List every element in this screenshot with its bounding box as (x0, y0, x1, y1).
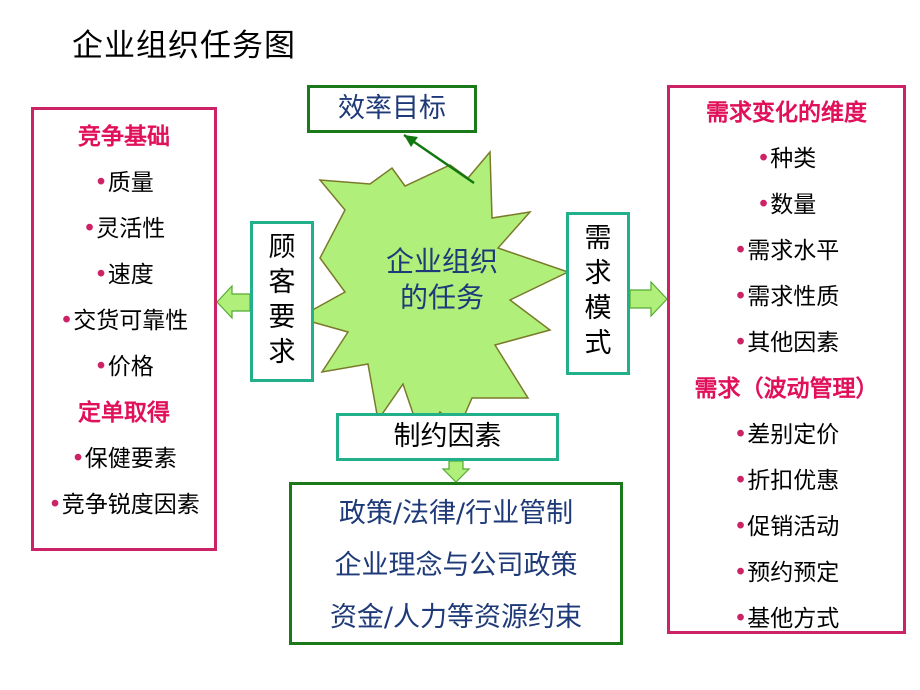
demand-item: •种类 (670, 136, 903, 182)
bullet-icon: • (71, 446, 85, 472)
bullet-icon: • (59, 308, 74, 334)
constraint-items-list: 政策/法律/行业管制企业理念与公司政策资金/人力等资源约束 (292, 488, 620, 644)
bullet-icon: • (733, 284, 748, 310)
bullet-icon: • (48, 492, 62, 518)
bullet-icon: • (733, 330, 748, 356)
demand-text: 数量 (770, 192, 817, 218)
constraint-item: 企业理念与公司政策 (334, 550, 578, 581)
competition-item: •保健要素 (34, 436, 214, 482)
competition-panel: 竞争基础•质量•灵活性•速度•交货可靠性•价格定单取得•保健要素•竞争锐度因素 (31, 107, 217, 551)
competition-list: 竞争基础•质量•灵活性•速度•交货可靠性•价格定单取得•保健要素•竞争锐度因素 (34, 114, 214, 528)
center-label-line-2: 的任务 (399, 281, 484, 314)
competition-heading: 定单取得 (34, 390, 214, 436)
demand-text: 折扣优惠 (747, 468, 840, 494)
competition-item: •灵活性 (34, 206, 214, 252)
bullet-icon: • (94, 354, 108, 380)
competition-item: •交货可靠性 (34, 298, 214, 344)
competition-text: 速度 (107, 262, 154, 288)
competition-heading: 竞争基础 (34, 114, 214, 160)
bullet-icon: • (756, 192, 771, 218)
competition-text: 竞争基础 (78, 124, 170, 150)
efficiency-goal-box: 效率目标 (307, 85, 477, 133)
bullet-icon: • (82, 216, 97, 242)
task-star-shape (296, 150, 570, 442)
demand-text: 促销活动 (747, 514, 840, 540)
customer-requirement-char: 顾 (268, 232, 296, 263)
demand-text: 预约预定 (747, 560, 840, 586)
left-arrow-icon (216, 284, 251, 320)
goal-pointer-arrowhead (404, 135, 418, 147)
customer-requirement-char: 求 (268, 337, 296, 368)
demand-text: 需求性质 (747, 284, 840, 310)
demand-text: 需求（波动管理） (694, 376, 879, 402)
demand-list: 需求变化的维度•种类•数量•需求水平•需求性质•其他因素需求（波动管理）•差别定… (670, 90, 903, 642)
bullet-icon: • (94, 262, 108, 288)
demand-item: •其他因素 (670, 320, 903, 366)
competition-item: •价格 (34, 344, 214, 390)
demand-text: 种类 (770, 146, 817, 172)
demand-item: •预约预定 (670, 550, 903, 596)
competition-text: 灵活性 (96, 216, 166, 242)
competition-text: 交货可靠性 (73, 308, 189, 334)
constraint-item: 资金/人力等资源约束 (329, 602, 583, 633)
customer-requirement-box: 顾客要求 (250, 221, 314, 382)
right-arrow-icon (629, 280, 668, 318)
competition-item: •竞争锐度因素 (34, 482, 214, 528)
bullet-icon: • (94, 170, 108, 196)
demand-pattern-char: 模 (584, 293, 612, 324)
demand-pattern-char: 需 (584, 223, 612, 254)
demand-text: 需求变化的维度 (706, 100, 867, 126)
customer-requirement-char: 要 (268, 302, 296, 333)
page-title: 企业组织任务图 (72, 28, 296, 64)
demand-heading: 需求（波动管理） (670, 366, 903, 412)
bullet-icon: • (733, 422, 748, 448)
demand-text: 需求水平 (747, 238, 840, 264)
bullet-icon: • (733, 514, 748, 540)
center-label: 企业组织 的任务 (372, 244, 512, 316)
demand-item: •需求水平 (670, 228, 903, 274)
constraint-item: 政策/法律/行业管制 (338, 498, 574, 529)
demand-item: •促销活动 (670, 504, 903, 550)
bullet-icon: • (733, 238, 748, 264)
demand-item: •折扣优惠 (670, 458, 903, 504)
demand-text: 基他方式 (747, 606, 840, 632)
goal-pointer-line (403, 133, 475, 185)
competition-text: 价格 (107, 354, 154, 380)
constraint-items-box: 政策/法律/行业管制企业理念与公司政策资金/人力等资源约束 (289, 482, 623, 645)
bullet-icon: • (733, 560, 748, 586)
competition-text: 定单取得 (78, 400, 170, 426)
demand-item: •基他方式 (670, 596, 903, 642)
demand-pattern-char: 式 (584, 328, 612, 359)
demand-item: •需求性质 (670, 274, 903, 320)
constraints-box: 制约因素 (336, 413, 559, 461)
demand-heading: 需求变化的维度 (670, 90, 903, 136)
demand-panel: 需求变化的维度•种类•数量•需求水平•需求性质•其他因素需求（波动管理）•差别定… (667, 85, 906, 634)
competition-item: •质量 (34, 160, 214, 206)
customer-requirement-char: 客 (268, 267, 296, 298)
demand-item: •数量 (670, 182, 903, 228)
competition-text: 质量 (107, 170, 154, 196)
competition-text: 竞争锐度因素 (61, 492, 200, 518)
center-label-line-1: 企业组织 (385, 245, 498, 278)
competition-item: •速度 (34, 252, 214, 298)
demand-text: 差别定价 (747, 422, 840, 448)
demand-pattern-box: 需求模式 (566, 212, 630, 375)
bullet-icon: • (733, 606, 748, 632)
demand-pattern-char: 求 (584, 258, 612, 289)
bullet-icon: • (756, 146, 771, 172)
competition-text: 保健要素 (84, 446, 177, 472)
bullet-icon: • (733, 468, 748, 494)
down-arrow-icon (441, 460, 471, 483)
demand-item: •差别定价 (670, 412, 903, 458)
demand-text: 其他因素 (747, 330, 840, 356)
